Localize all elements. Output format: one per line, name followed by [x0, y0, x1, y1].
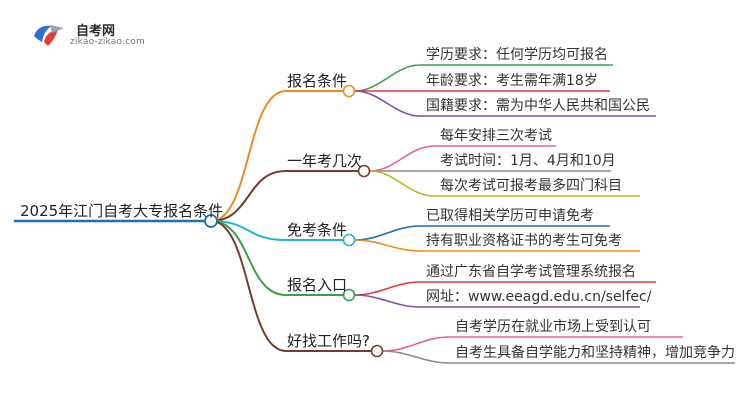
leaf-connector	[354, 90, 421, 117]
branch-label: 报名条件	[287, 72, 348, 90]
branch-connector	[210, 90, 287, 222]
branch-node	[342, 84, 356, 98]
leaf-label: 学历要求：任何学历均可报名	[426, 47, 608, 63]
leaf-label: 考试时间：1月、4月和10月	[440, 153, 616, 169]
leaf-connector	[354, 294, 421, 308]
leaf-label: 持有职业资格证书的考生可免考	[426, 233, 622, 249]
leaf-label: 每次考试可报考最多四门科目	[440, 178, 622, 194]
leaf-label: 国籍要求：需为中华人民共和国公民	[426, 98, 650, 114]
site-logo[interactable]: 自考网 zikao-zikao.com	[30, 18, 170, 52]
leaf-label: 通过广东省自学考试管理系统报名	[426, 264, 636, 280]
leaf-connector	[382, 336, 450, 352]
branch-label: 一年考几次	[287, 152, 363, 170]
leaf-connector	[354, 239, 421, 252]
root-node	[204, 214, 218, 228]
branch-connector	[210, 220, 287, 352]
leaf-label: 年龄要求：考生需年满18岁	[426, 73, 598, 89]
branch-connector	[210, 220, 287, 296]
leaf-label: 已取得相关学历可申请免考	[426, 208, 594, 224]
logo-name: 自考网	[76, 24, 116, 39]
branch-label: 报名入口	[287, 276, 348, 294]
branch-node	[357, 164, 371, 178]
leaf-connector	[369, 145, 435, 172]
branch-label: 免考条件	[287, 221, 348, 239]
branch-connector	[210, 170, 287, 222]
leaf-label: 自考生具备自学能力和坚持精神，增加竞争力	[455, 345, 735, 361]
leaf-label: 自考学历在就业市场上受到认可	[455, 319, 651, 335]
branch-node	[342, 233, 356, 247]
graduation-cap-icon	[34, 25, 64, 46]
branch-connector	[210, 220, 287, 241]
branch-node	[370, 344, 384, 358]
leaf-connector	[382, 350, 450, 364]
leaf-connector	[354, 64, 421, 92]
root-label: 2025年江门自考大专报名条件	[20, 202, 224, 220]
leaf-label: 网址：www.eeagd.edu.cn/selfec/	[426, 289, 652, 305]
leaf-label: 每年安排三次考试	[440, 128, 552, 144]
leaf-connector	[354, 225, 421, 241]
leaf-connector	[354, 281, 421, 296]
leaf-connector	[369, 170, 435, 197]
branch-node	[342, 288, 356, 302]
logo-url: zikao-zikao.com	[70, 37, 145, 47]
branch-label: 好找工作吗?	[287, 332, 370, 350]
